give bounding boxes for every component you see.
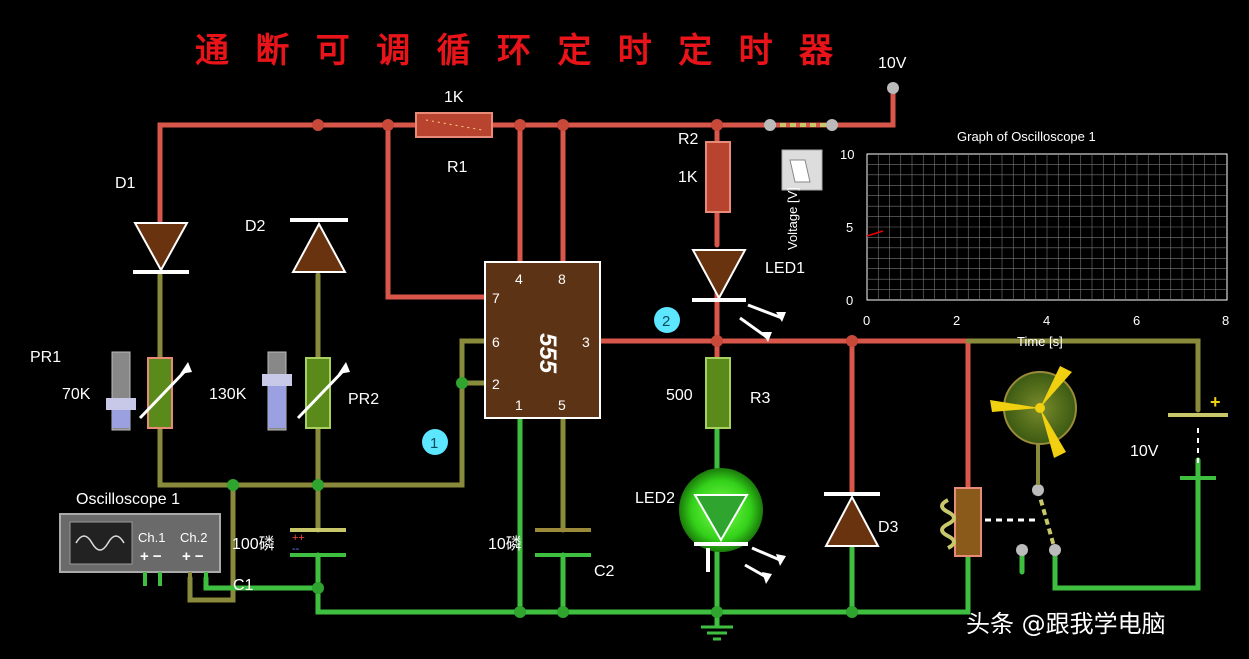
svg-text:--: --: [292, 543, 300, 555]
r3-value: 500: [666, 387, 693, 404]
oscilloscope-ch2: Ch.2: [180, 530, 207, 545]
graph-xtick-0: 0: [863, 313, 870, 328]
diode-d2[interactable]: [290, 218, 348, 273]
relay-switch[interactable]: [1016, 440, 1061, 556]
battery[interactable]: [1168, 413, 1228, 480]
svg-text:1: 1: [430, 435, 438, 452]
marker-2: 2: [654, 307, 680, 333]
oscilloscope-ch1: Ch.1: [138, 530, 165, 545]
led-led2[interactable]: [679, 468, 786, 584]
supply-terminal: 10V: [878, 55, 907, 94]
relay-coil[interactable]: [940, 487, 1035, 557]
pr2-name: PR2: [348, 391, 379, 408]
ic-pin-1: 1: [515, 397, 523, 413]
slider-pr2[interactable]: [262, 351, 292, 431]
led1-label: LED1: [765, 260, 805, 277]
ic-pin-3: 3: [582, 334, 590, 350]
watermark: 头条 @跟我学电脑: [966, 610, 1166, 638]
motor-fan[interactable]: [990, 366, 1077, 458]
resistor-r3[interactable]: [705, 357, 731, 429]
power-toggle[interactable]: [781, 149, 823, 191]
ic-pin-7: 7: [492, 290, 500, 306]
diode-d3[interactable]: [824, 492, 880, 547]
oscilloscope-device[interactable]: [59, 513, 221, 586]
graph-xtick-2: 2: [953, 313, 960, 328]
circuit-title: 通断可调循环定时定时器: [195, 31, 835, 71]
resistor-r1[interactable]: [415, 112, 493, 138]
graph-xtick-4: 4: [1043, 313, 1050, 328]
battery-value: 10V: [1130, 443, 1159, 460]
svg-text:++: ++: [292, 532, 305, 544]
slider-pr1[interactable]: [106, 351, 136, 431]
svg-text:10V: 10V: [878, 55, 907, 72]
graph-ytick-10: 10: [840, 147, 854, 162]
ic-pin-6: 6: [492, 334, 500, 350]
potentiometer-pr1[interactable]: [138, 357, 192, 429]
r1-name: R1: [447, 159, 468, 176]
top-switch[interactable]: [764, 119, 838, 131]
c1-name: C1: [233, 577, 254, 594]
ground-symbol: [701, 625, 733, 641]
oscilloscope-ch2-polarity: + −: [182, 548, 204, 565]
svg-text:2: 2: [662, 313, 670, 330]
d3-label: D3: [878, 519, 899, 536]
r2-value: 1K: [678, 169, 698, 186]
r2-name: R2: [678, 131, 699, 148]
led-led1[interactable]: [691, 249, 786, 342]
pr1-name: PR1: [30, 349, 61, 366]
junctions: [312, 119, 858, 347]
r3-name: R3: [750, 390, 771, 407]
d2-label: D2: [245, 218, 266, 235]
graph-ytick-5: 5: [846, 220, 853, 235]
graph-xlabel: Time [s]: [1017, 334, 1063, 349]
graph-xtick-8: 8: [1222, 313, 1229, 328]
oscilloscope-ch1-polarity: + −: [140, 548, 162, 565]
graph-xtick-6: 6: [1133, 313, 1140, 328]
graph-title: Graph of Oscilloscope 1: [957, 129, 1096, 144]
c1-value: 100磷: [232, 535, 275, 553]
graph-ytick-0: 0: [846, 293, 853, 308]
resistor-r2[interactable]: [705, 141, 731, 213]
ic-pin-2: 2: [492, 376, 500, 392]
ic-pin-4: 4: [515, 271, 523, 287]
ic-label: 555: [534, 333, 561, 374]
pr2-value: 130K: [209, 386, 247, 403]
ic-pin-8: 8: [558, 271, 566, 287]
capacitor-c2[interactable]: [535, 528, 591, 557]
led2-label: LED2: [635, 490, 675, 507]
marker-1: 1: [422, 429, 448, 455]
c2-name: C2: [594, 563, 615, 580]
wires-positive: [157, 85, 971, 495]
d1-label: D1: [115, 175, 136, 192]
pr1-value: 70K: [62, 386, 91, 403]
c2-value: 10磷: [488, 535, 522, 553]
capacitor-c1[interactable]: ++ --: [290, 528, 346, 557]
diode-d1[interactable]: [133, 222, 189, 274]
oscilloscope-graph: [866, 153, 1228, 301]
ic-555[interactable]: [484, 261, 601, 419]
potentiometer-pr2[interactable]: [296, 357, 350, 429]
junctions-ground: [227, 377, 858, 618]
wires-signal: [157, 272, 1201, 603]
r1-value: 1K: [444, 89, 464, 106]
battery-plus: +: [1210, 392, 1221, 412]
oscilloscope-name: Oscilloscope 1: [76, 491, 180, 508]
graph-ylabel: Voltage [V]: [785, 187, 800, 250]
ic-pin-5: 5: [558, 397, 566, 413]
